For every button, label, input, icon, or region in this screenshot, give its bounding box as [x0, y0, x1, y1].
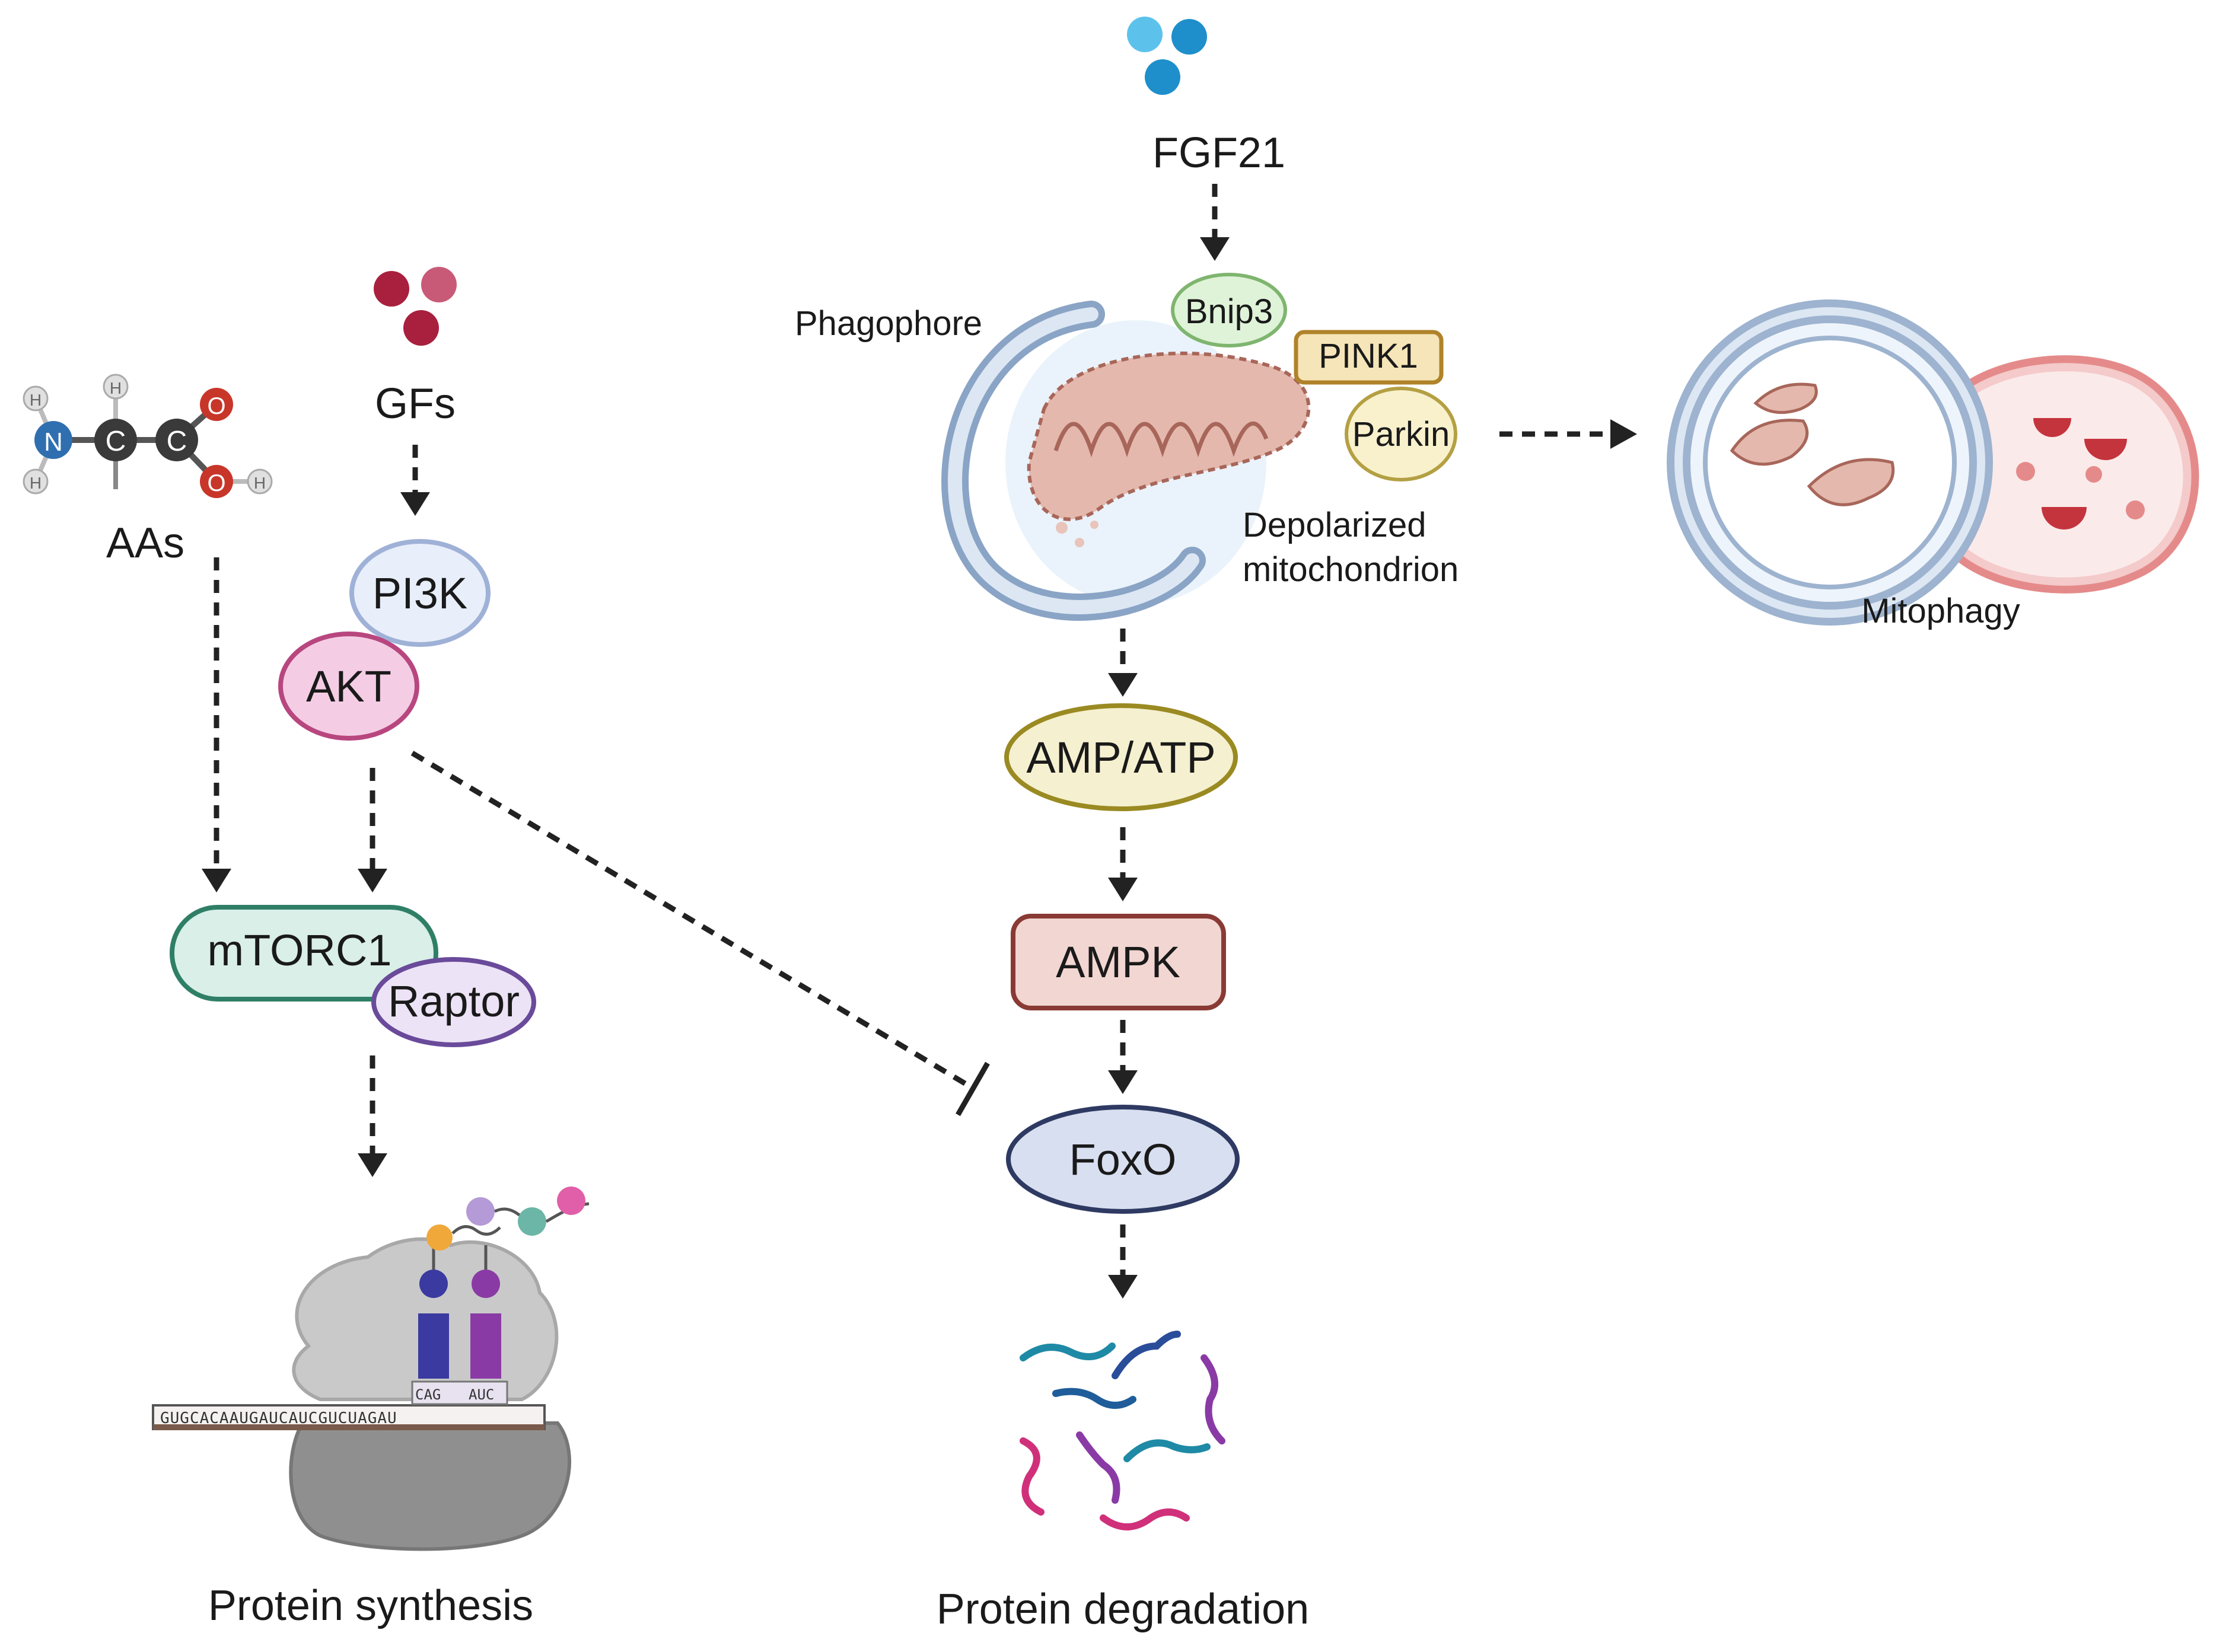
akt-label: AKT: [306, 662, 391, 711]
aas-label: AAs: [106, 519, 184, 567]
amino-acid-molecule-icon: N C C O O H H H H: [23, 374, 273, 498]
amp-atp-node: [1004, 703, 1238, 811]
ampk-node: [1011, 914, 1226, 1010]
atom-label: H: [30, 391, 42, 409]
foxo-node: [1006, 1105, 1240, 1214]
atom-label: C: [167, 426, 187, 457]
akt-node: [278, 632, 419, 741]
mitochondrion-label: mitochondrion: [1243, 550, 1459, 589]
parkin-label: Parkin: [1352, 415, 1450, 454]
mitophagy-autolysosome-icon: [1667, 299, 2199, 626]
bnip3-label: Bnip3: [1185, 292, 1273, 331]
gfs-label: GFs: [375, 380, 456, 428]
fgf21-dots-icon: [1127, 17, 1207, 95]
atom-label: O: [207, 393, 225, 419]
pink1-label: PINK1: [1319, 337, 1418, 375]
atom-label: H: [110, 379, 122, 397]
pink1-node: [1294, 330, 1444, 385]
atom-label: O: [207, 470, 225, 496]
anticodon-label: AUC: [469, 1386, 494, 1403]
depolarized-label: Depolarized: [1243, 506, 1426, 544]
depolarized-mitochondrion-icon: [1027, 351, 1311, 547]
growth-factor-dots-icon: [374, 267, 457, 346]
mitophagy-label: Mitophagy: [1861, 592, 2020, 630]
fgf21-label: FGF21: [1152, 129, 1285, 177]
mrna-sequence: GUGCACAAUGAUCAUCGUCUAGAU: [160, 1409, 397, 1427]
pi3k-node: [349, 539, 491, 647]
amp-atp-label: AMP/ATP: [1026, 733, 1215, 782]
pi3k-label: PI3K: [372, 569, 467, 618]
mtorc1-node: [170, 905, 438, 1002]
raptor-node: [371, 957, 536, 1047]
raptor-label: Raptor: [388, 977, 520, 1026]
protein-synthesis-label: Protein synthesis: [208, 1582, 533, 1629]
parkin-node: [1345, 387, 1457, 481]
arrows: [202, 184, 1637, 1299]
protein-degradation-label: Protein degradation: [937, 1586, 1309, 1633]
foxo-label: FoxO: [1069, 1135, 1177, 1184]
anticodon-label: CAG: [415, 1386, 441, 1403]
phagophore-label: Phagophore: [795, 304, 982, 343]
ampk-label: AMPK: [1056, 937, 1180, 987]
degraded-peptides-icon: [1020, 1331, 1225, 1530]
atom-label: N: [44, 428, 63, 457]
atom-label: C: [106, 426, 126, 457]
atom-label: H: [254, 474, 266, 492]
ribosome-translation-icon: [152, 1187, 590, 1551]
atom-label: H: [30, 474, 42, 492]
bnip3-node: [1171, 273, 1287, 347]
mtorc1-label: mTORC1: [207, 926, 391, 975]
